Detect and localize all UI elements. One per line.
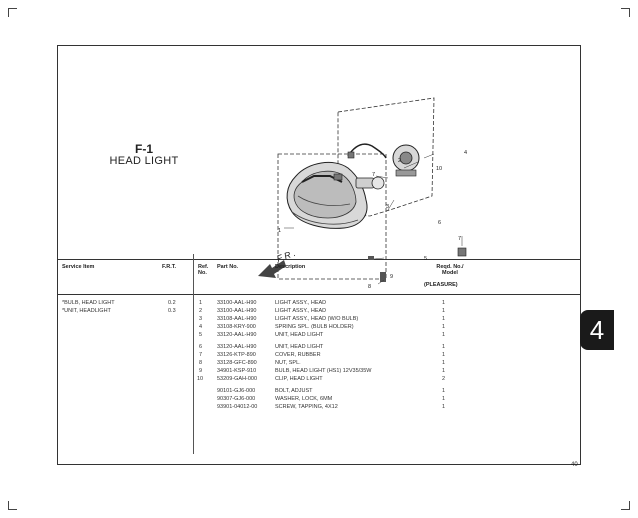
row-ref: 9	[199, 368, 203, 374]
row-ref: 4	[199, 324, 203, 330]
row-qty: 1	[442, 316, 446, 322]
callout-1: 1	[278, 228, 281, 234]
header-description: Description	[275, 264, 306, 270]
crop-mark-top-left	[8, 8, 17, 17]
clip-shape	[457, 247, 467, 257]
bulb-shape	[355, 176, 385, 190]
callout-8: 8	[368, 284, 371, 290]
bolt-shape	[380, 272, 386, 282]
row-part: 33108-KRY-900	[217, 324, 256, 330]
direction-label: F R .	[275, 248, 297, 264]
section-tab: 4	[580, 310, 614, 350]
row-qty: 1	[442, 396, 446, 402]
callout-2: 2	[398, 158, 401, 164]
row-ref: 5	[199, 332, 203, 338]
row-ref: 7	[199, 352, 203, 358]
column-divider	[193, 254, 194, 454]
row-desc: SCREW, TAPPING, 4X12	[275, 404, 338, 410]
row-ref: 3	[199, 316, 203, 322]
callout-7a: 7	[372, 172, 375, 178]
row-ref: 1	[199, 300, 203, 306]
row-desc: UNIT, HEAD LIGHT	[275, 332, 324, 338]
page-number: 40	[571, 462, 578, 468]
row-qty: 1	[442, 332, 446, 338]
row-ref: 2	[199, 308, 203, 314]
row-desc: NUT, SPL.	[275, 360, 301, 366]
row-desc: LIGHT ASSY., HEAD (W/O BULB)	[275, 316, 359, 322]
headlight-unit-shape	[286, 161, 368, 229]
row-part: 33128-GFC-890	[217, 360, 257, 366]
row-desc: BOLT, ADJUST	[275, 388, 313, 394]
callout-4: 4	[464, 150, 467, 156]
row-part: 90101-GJ6-000	[217, 388, 256, 394]
row-desc: COVER, RUBBER	[275, 352, 321, 358]
nut-shape	[368, 256, 374, 260]
row-ref: 8	[199, 360, 203, 366]
row-part: 33108-AAL-H90	[217, 316, 257, 322]
row-qty: 1	[442, 300, 446, 306]
row-qty: 1	[442, 344, 446, 350]
row-desc: UNIT, HEAD LIGHT	[275, 344, 324, 350]
header-model: (PLEASURE)	[424, 282, 458, 288]
row-qty: 1	[442, 368, 446, 374]
row-part: 33126-KTP-890	[217, 352, 256, 358]
rubber-cover-shape	[392, 144, 420, 177]
row-part: 33100-AAL-H90	[217, 300, 257, 306]
bulb-assembly-box	[337, 97, 435, 217]
crop-mark-bottom-right	[621, 501, 630, 510]
row-part: 33120-AAL-H90	[217, 344, 257, 350]
callout-10: 10	[436, 166, 442, 172]
callout-3: 3	[386, 204, 389, 210]
row-part: 53209-GAH-000	[217, 376, 258, 382]
header-reqd: Reqd. No./ Model	[436, 264, 464, 276]
service-item-name: *BULB, HEAD LIGHT	[62, 300, 115, 306]
row-ref: 10	[197, 376, 204, 382]
callout-5: 5	[424, 256, 427, 262]
row-part: 33120-AAL-H90	[217, 332, 257, 338]
headlight-exploded-diagram: 1 2 3 4 5 6 7 7 8 9 10 F R .	[258, 97, 467, 290]
figure-code: F-1	[135, 142, 153, 156]
header-part-no: Part No.	[217, 264, 239, 270]
row-desc: BULB, HEAD LIGHT (HS1) 12V35/35W	[275, 368, 372, 374]
callout-7b: 7	[458, 236, 461, 242]
service-item-name: *UNIT, HEADLIGHT	[62, 308, 111, 314]
header-frt: F.R.T.	[162, 264, 177, 270]
row-part: 33100-AAL-H90	[217, 308, 257, 314]
row-qty: 1	[442, 324, 446, 330]
service-item-frt: 0.2	[168, 300, 176, 306]
row-qty: 1	[442, 308, 446, 314]
row-desc: SPRING SPL. (BULB HOLDER)	[275, 324, 354, 330]
outer-assembly-box	[277, 153, 387, 280]
figure-title: HEAD LIGHT	[109, 155, 179, 167]
row-qty: 1	[442, 388, 446, 394]
crop-mark-top-right	[621, 8, 630, 17]
row-part: 90307-GJ6-000	[217, 396, 256, 402]
row-part: 93901-04012-00	[217, 404, 258, 410]
crop-mark-bottom-left	[8, 501, 17, 510]
service-item-frt: 0.3	[168, 308, 176, 314]
row-desc: LIGHT ASSY., HEAD	[275, 308, 327, 314]
front-direction-arrow	[258, 260, 286, 278]
callout-6: 6	[438, 220, 441, 226]
row-desc: WASHER, LOCK, 6MM	[275, 396, 333, 402]
row-qty: 1	[442, 404, 446, 410]
row-desc: CLIP, HEAD LIGHT	[275, 376, 323, 382]
table-header-rule	[58, 294, 580, 295]
header-ref-no: Ref. No.	[198, 264, 209, 276]
spring-wire	[347, 143, 387, 159]
row-qty: 1	[442, 352, 446, 358]
row-desc: LIGHT ASSY., HEAD	[275, 300, 327, 306]
row-qty: 1	[442, 360, 446, 366]
header-service-item: Service Item	[62, 264, 95, 270]
page-frame: F-1 HEAD LIGHT	[57, 45, 581, 465]
row-ref: 6	[199, 344, 203, 350]
socket-shape	[347, 151, 355, 159]
row-part: 34901-KSP-910	[217, 368, 257, 374]
row-qty: 2	[442, 376, 446, 382]
table-top-rule	[58, 259, 580, 260]
callout-9: 9	[390, 274, 393, 280]
clip-shape	[333, 173, 343, 181]
